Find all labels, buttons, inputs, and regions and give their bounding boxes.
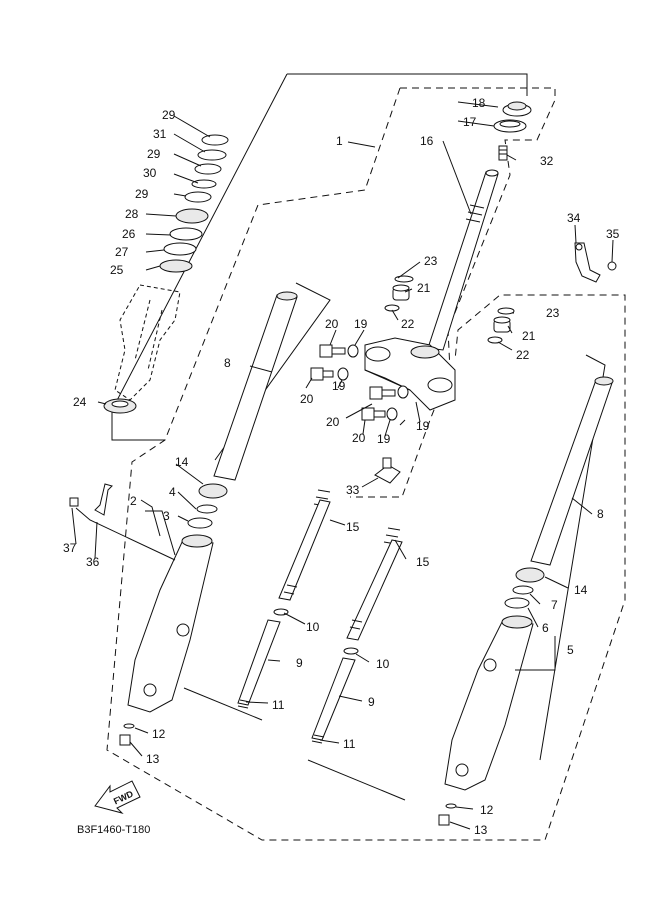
outer-tube-right (444, 615, 534, 791)
callout-29: 29 (135, 187, 149, 201)
callout-11: 11 (272, 698, 285, 712)
bearing-race-18 (502, 101, 532, 117)
callout-14: 14 (175, 455, 189, 469)
callout-22: 22 (516, 348, 530, 362)
damper-rod-right (311, 647, 359, 744)
callout-19: 19 (377, 432, 391, 446)
bolt-32 (498, 145, 508, 161)
callout-15: 15 (346, 520, 360, 534)
bracket-36 (94, 483, 113, 516)
callout-11: 11 (343, 737, 356, 751)
inner-tube-left (213, 291, 298, 481)
callout-31: 31 (153, 127, 167, 141)
callout-8: 8 (597, 507, 604, 521)
callout-30: 30 (143, 166, 157, 180)
callout-32: 32 (540, 154, 554, 168)
callout-23: 23 (546, 306, 560, 320)
callout-28: 28 (125, 207, 139, 221)
callout-26: 26 (122, 227, 136, 241)
callout-10: 10 (376, 657, 390, 671)
callout-21: 21 (522, 329, 536, 343)
bearing-24 (103, 398, 137, 414)
bolt-35 (607, 261, 617, 271)
oil-seal-14-left (187, 483, 228, 529)
frame-head-pipe (114, 284, 181, 401)
callout-20: 20 (352, 431, 366, 445)
oil-seal-14-right (504, 567, 545, 609)
bolt-13-left (119, 723, 135, 746)
callout-34: 34 (567, 211, 581, 225)
callout-9: 9 (296, 656, 303, 670)
callout-5: 5 (567, 643, 574, 657)
cap-21-left (384, 275, 414, 312)
diagram-code: B3F1460-T180 (77, 824, 150, 836)
outer-tube-left (127, 534, 214, 713)
callout-18: 18 (472, 96, 486, 110)
callout-13: 13 (146, 752, 160, 766)
steering-stem (364, 169, 499, 411)
callout-29: 29 (147, 147, 161, 161)
callout-10: 10 (306, 620, 320, 634)
callout-24: 24 (73, 395, 87, 409)
callout-17: 17 (463, 115, 477, 129)
callout-4: 4 (169, 485, 176, 499)
callout-16: 16 (420, 134, 434, 148)
callout-13: 13 (474, 823, 488, 837)
callout-3: 3 (163, 509, 170, 523)
callout-36: 36 (86, 555, 100, 569)
callout-9: 9 (368, 695, 375, 709)
callout-21: 21 (417, 281, 431, 295)
steering-bearing-stack (159, 134, 229, 273)
callout-29: 29 (162, 108, 176, 122)
callout-15: 15 (416, 555, 430, 569)
spring-left (278, 489, 331, 601)
bolt-13-right (438, 803, 457, 826)
inner-tube-right (530, 376, 614, 566)
fwd-arrow-icon: FWD (94, 780, 141, 814)
callout-19: 19 (332, 379, 346, 393)
callout-20: 20 (325, 317, 339, 331)
damper-rod-left (237, 608, 289, 709)
callout-6: 6 (542, 621, 549, 635)
callout-12: 12 (152, 727, 166, 741)
callout-8: 8 (224, 356, 231, 370)
bracket-34 (574, 242, 601, 283)
callout-1: 1 (336, 134, 343, 148)
bearing-17 (493, 119, 527, 133)
callout-19: 19 (416, 419, 430, 433)
callout-35: 35 (606, 227, 620, 241)
leader-lines (71, 101, 614, 830)
callout-22: 22 (401, 317, 415, 331)
callout-33: 33 (346, 483, 360, 497)
cap-21-right (487, 307, 515, 344)
bolt-37 (69, 497, 79, 507)
callout-20: 20 (300, 392, 314, 406)
callout-19: 19 (354, 317, 368, 331)
callout-7: 7 (551, 598, 558, 612)
cable-guide-33 (374, 457, 401, 484)
bolts-20 (310, 344, 409, 421)
callout-2: 2 (130, 494, 137, 508)
callout-20: 20 (326, 415, 340, 429)
callout-14: 14 (574, 583, 588, 597)
callout-25: 25 (110, 263, 124, 277)
callout-23: 23 (424, 254, 438, 268)
callout-27: 27 (115, 245, 129, 259)
callout-labels: 29 31 29 30 29 28 26 27 25 24 1 18 17 16… (63, 96, 620, 837)
callout-37: 37 (63, 541, 77, 555)
spring-right (346, 527, 403, 641)
callout-12: 12 (480, 803, 494, 817)
